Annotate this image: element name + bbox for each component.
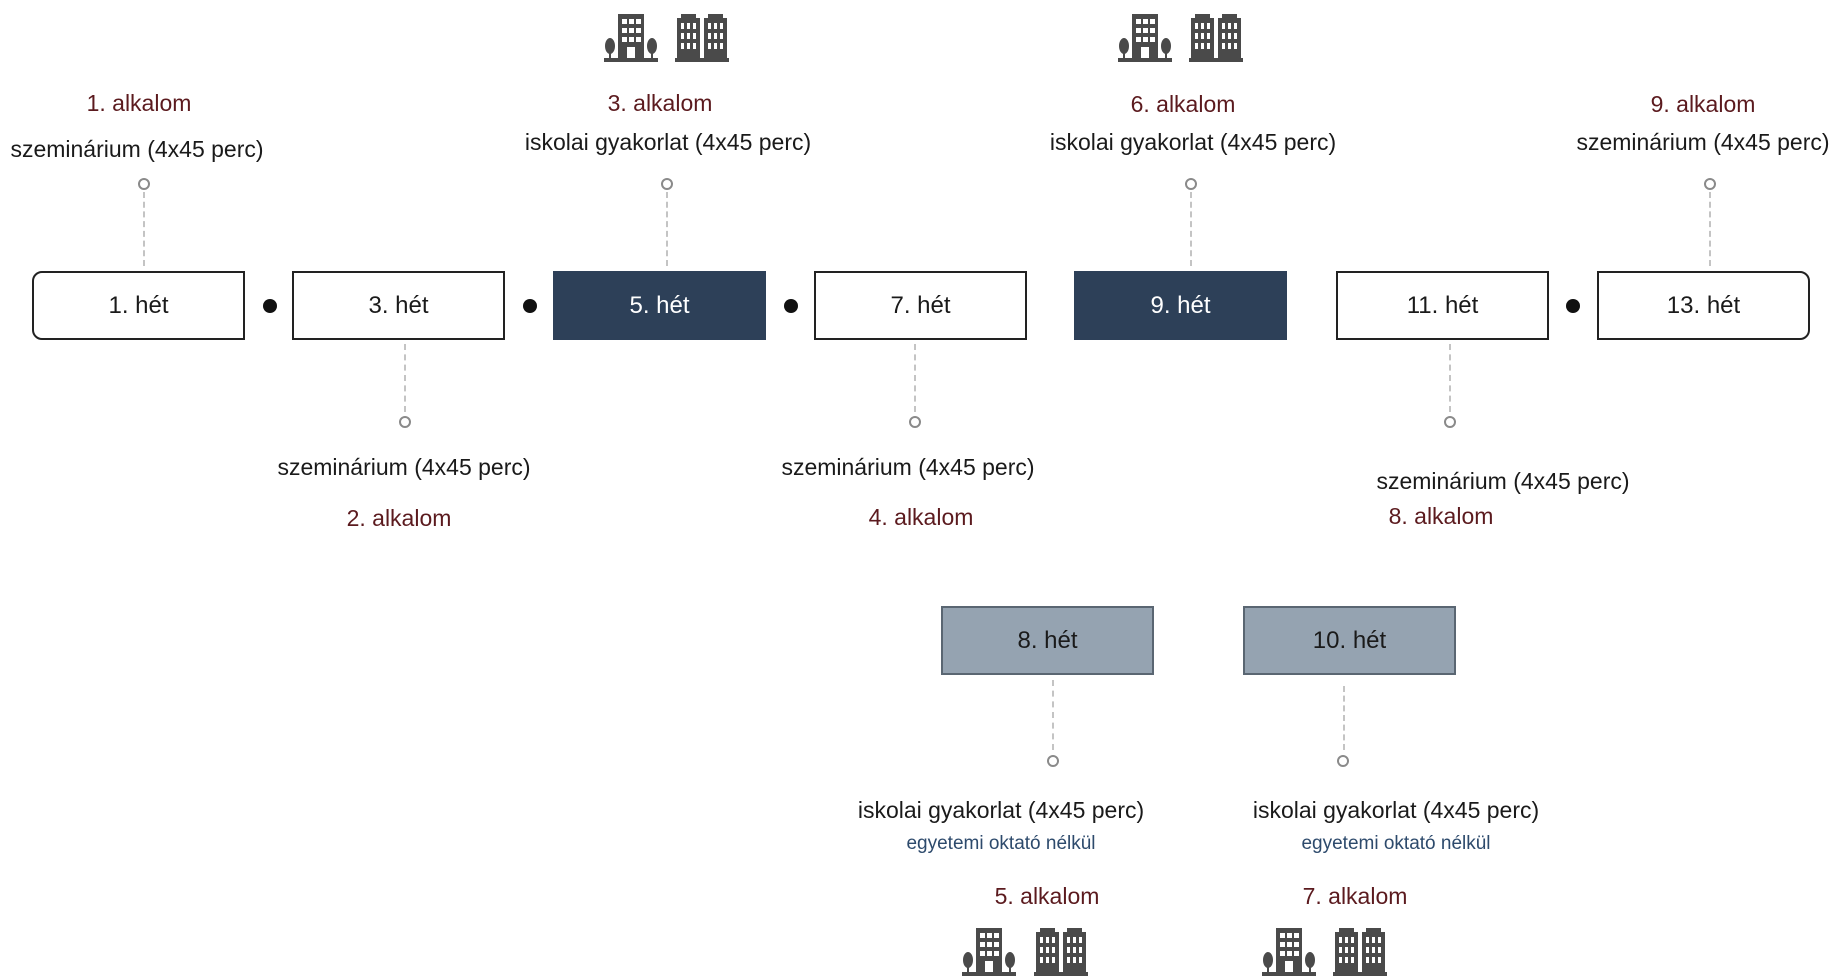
connector-circle [399,416,411,428]
session-7-type: iskolai gyakorlat (4x45 perc) [1252,797,1540,823]
week-box-5: 5. hét [553,271,766,340]
school-building-icon [1262,926,1316,978]
connector-circle [1047,755,1059,767]
session-5-note: egyetemi oktató nélkül [906,833,1096,854]
connector-circle [1704,178,1716,190]
week-box-9: 9. hét [1074,271,1287,340]
apartment-building-icon [675,12,729,64]
week-label: 11. hét [1406,291,1479,319]
connector-line [1052,680,1054,750]
separator-dot [523,299,537,313]
week-label: 9. hét [1150,291,1211,319]
session-2-type: szeminárium (4x45 perc) [277,454,531,480]
session-2-occasion: 2. alkalom [346,505,452,531]
connector-line [1190,192,1192,266]
week-label: 5. hét [629,291,690,319]
session-8-type: szeminárium (4x45 perc) [1376,468,1630,494]
week-label: 7. hét [890,291,951,319]
separator-dot [263,299,277,313]
week-box-1: 1. hét [32,271,245,340]
session-1-type: szeminárium (4x45 perc) [10,136,264,162]
separator-dot [784,299,798,313]
week-label: 1. hét [108,291,169,319]
session-3-type: iskolai gyakorlat (4x45 perc) [524,129,812,155]
connector-circle [909,416,921,428]
week-box-13: 13. hét [1597,271,1810,340]
connector-line [914,344,916,412]
apartment-building-icon [1333,926,1387,978]
session-8-occasion: 8. alkalom [1388,503,1494,529]
session-7-note: egyetemi oktató nélkül [1301,833,1491,854]
session-5-type: iskolai gyakorlat (4x45 perc) [857,797,1145,823]
connector-line [666,192,668,266]
school-building-icon [604,12,658,64]
connector-line [1709,192,1711,266]
week-box-10: 10. hét [1243,606,1456,675]
apartment-building-icon [1034,926,1088,978]
week-box-7: 7. hét [814,271,1027,340]
week-label: 3. hét [368,291,429,319]
connector-line [1449,344,1451,412]
session-3-occasion: 3. alkalom [607,90,713,116]
school-building-icon [1118,12,1172,64]
week-box-3: 3. hét [292,271,505,340]
connector-line [143,192,145,266]
week-label: 10. hét [1312,626,1387,654]
session-9-type: szeminárium (4x45 perc) [1576,129,1830,155]
session-4-occasion: 4. alkalom [868,504,974,530]
session-6-occasion: 6. alkalom [1130,91,1236,117]
week-box-8: 8. hét [941,606,1154,675]
connector-circle [138,178,150,190]
session-4-type: szeminárium (4x45 perc) [781,454,1035,480]
session-5-occasion: 5. alkalom [994,883,1100,909]
session-7-occasion: 7. alkalom [1302,883,1408,909]
apartment-building-icon [1189,12,1243,64]
connector-line [1343,686,1345,750]
connector-circle [1444,416,1456,428]
week-box-11: 11. hét [1336,271,1549,340]
connector-circle [1185,178,1197,190]
week-label: 8. hét [1017,626,1078,654]
connector-circle [661,178,673,190]
connector-circle [1337,755,1349,767]
connector-line [404,344,406,412]
separator-dot [1566,299,1580,313]
session-6-type: iskolai gyakorlat (4x45 perc) [1049,129,1337,155]
session-1-occasion: 1. alkalom [86,90,192,116]
school-building-icon [962,926,1016,978]
session-9-occasion: 9. alkalom [1650,91,1756,117]
week-label: 13. hét [1666,291,1741,319]
